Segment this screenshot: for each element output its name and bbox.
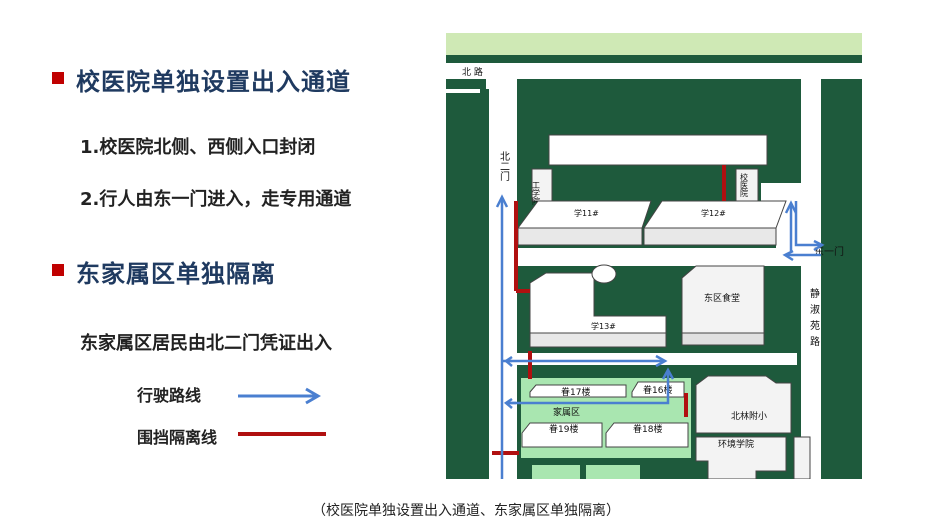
building-13-label: 学13# bbox=[591, 321, 616, 331]
family-18-label: 眷18楼 bbox=[633, 423, 662, 435]
route-lines bbox=[495, 194, 825, 479]
legend-barrier-line bbox=[238, 432, 326, 436]
section1-item-2: 2.行人由东一门进入，走专用通道 bbox=[80, 189, 352, 210]
figure-caption: （校医院单独设置出入通道、东家属区单独隔离） bbox=[312, 503, 620, 519]
section1-item-1: 1.校医院北侧、西侧入口封闭 bbox=[80, 137, 316, 158]
section2-title: 东家属区单独隔离 bbox=[76, 260, 276, 288]
north-road-label: 北 路 bbox=[462, 66, 483, 78]
campus-map: 北 路 工学院 校医院 学11# 学12# 学13# 东区食堂 眷17楼 眷16… bbox=[446, 33, 862, 479]
family-19-label: 眷19楼 bbox=[549, 423, 578, 435]
legend-route-label: 行驶路线 bbox=[137, 386, 202, 405]
building-12-label: 学12# bbox=[701, 208, 726, 218]
bullet-square-icon bbox=[52, 72, 64, 84]
legend-barrier-label: 围挡隔离线 bbox=[137, 428, 218, 447]
family-17-label: 眷17楼 bbox=[561, 386, 590, 398]
beilin-primary-label: 北林附小 bbox=[731, 410, 767, 422]
barrier-lines bbox=[492, 165, 726, 455]
building-11-label: 学11# bbox=[574, 208, 599, 218]
east-canteen-label: 东区食堂 bbox=[704, 292, 740, 304]
environment-college-label: 环境学院 bbox=[718, 438, 754, 450]
north-gate-2-label: 北二门 bbox=[498, 151, 510, 182]
east-gate-1-label: 东一门 bbox=[814, 245, 844, 258]
jingshu-road-label: 静淑苑路 bbox=[808, 287, 820, 352]
section2-text: 东家属区居民由北二门凭证出入 bbox=[80, 333, 332, 354]
family-area-label: 家属区 bbox=[553, 406, 580, 418]
section1-title: 校医院单独设置出入通道 bbox=[76, 68, 351, 96]
school-hospital-label: 校医院 bbox=[740, 172, 749, 198]
family-16-label: 眷16楼 bbox=[643, 384, 672, 396]
engineering-college-label: 工学院 bbox=[532, 181, 541, 206]
legend-route-arrow-icon bbox=[238, 387, 321, 405]
bullet-square-icon bbox=[52, 264, 64, 276]
